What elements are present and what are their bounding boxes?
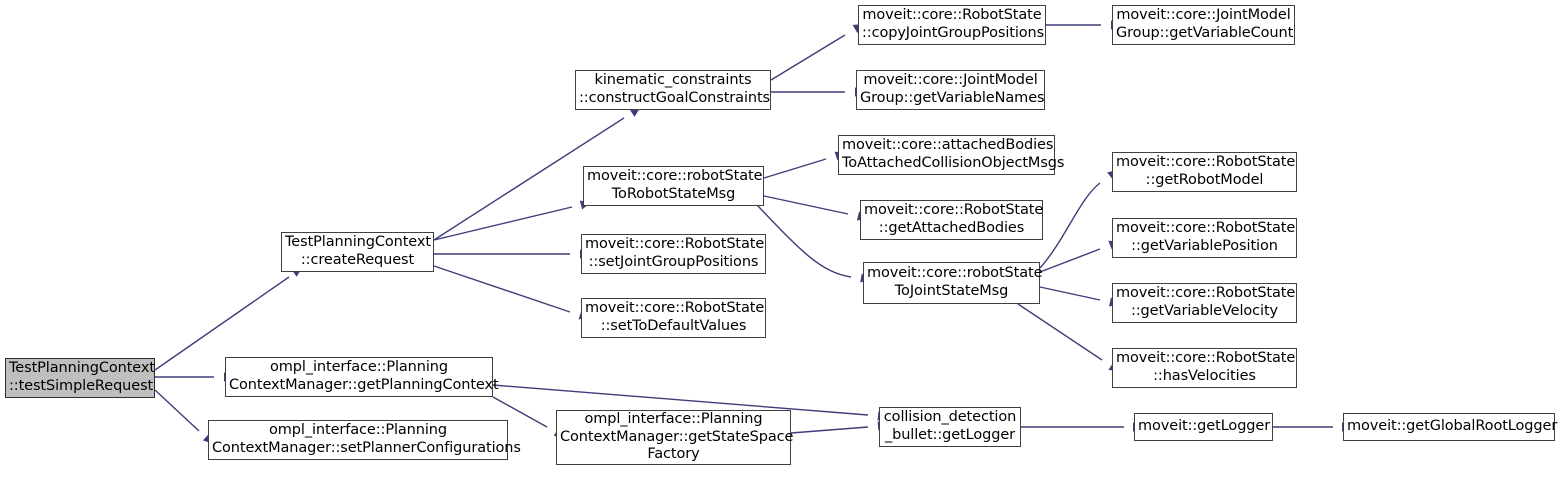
- graph-node-setJointGroupPositions[interactable]: moveit::core::RobotState ::setJointGroup…: [581, 234, 766, 274]
- graph-node-label: moveit::core::RobotState ::getVariableVe…: [1116, 285, 1296, 319]
- graph-node-label: ompl_interface::Planning ContextManager:…: [212, 422, 521, 456]
- graph-node-label: moveit::core::JointModel Group::getVaria…: [1116, 7, 1294, 41]
- call-edge: [154, 389, 200, 432]
- call-edge: [1017, 303, 1103, 361]
- call-edge: [1039, 182, 1101, 269]
- graph-node-hasVelocities[interactable]: moveit::core::RobotState ::hasVelocities: [1112, 348, 1297, 388]
- call-edge: [1039, 286, 1101, 301]
- graph-node-copyJointGroupPositions[interactable]: moveit::core::RobotState ::copyJointGrou…: [858, 5, 1046, 45]
- graph-node-getAttachedBodies[interactable]: moveit::core::RobotState ::getAttachedBo…: [860, 200, 1043, 240]
- graph-node-setToDefaultValues[interactable]: moveit::core::RobotState ::setToDefaultV…: [581, 298, 766, 338]
- graph-node-label: moveit::core::RobotState ::copyJointGrou…: [862, 7, 1045, 41]
- graph-node-constructGoalConstraints[interactable]: kinematic_constraints ::constructGoalCon…: [575, 70, 771, 110]
- graph-node-label: moveit::core::RobotState ::hasVelocities: [1116, 350, 1296, 384]
- graph-node-attachedBodiesToMsgs[interactable]: moveit::core::attachedBodies ToAttachedC…: [838, 135, 1065, 175]
- call-edge: [770, 34, 846, 81]
- graph-node-label: moveit::core::RobotState ::getAttachedBo…: [864, 202, 1044, 236]
- graph-node-getRobotModel[interactable]: moveit::core::RobotState ::getRobotModel: [1112, 152, 1297, 192]
- graph-node-label: kinematic_constraints ::constructGoalCon…: [579, 72, 771, 106]
- graph-node-robotStateToRobotStateMsg[interactable]: moveit::core::robotState ToRobotStateMsg: [583, 166, 764, 206]
- graph-node-label: moveit::core::robotState ToJointStateMsg: [867, 265, 1043, 299]
- graph-node-label: moveit::core::RobotState ::getVariablePo…: [1116, 220, 1296, 254]
- graph-node-label: moveit::core::RobotState ::setToDefaultV…: [585, 300, 765, 334]
- graph-node-getPlanningContext[interactable]: ompl_interface::Planning ContextManager:…: [225, 357, 499, 397]
- call-edge: [433, 265, 571, 313]
- graph-node-label: TestPlanningContext ::createRequest: [285, 234, 431, 268]
- graph-node-label: moveit::core::robotState ToRobotStateMsg: [587, 168, 763, 202]
- graph-node-label: TestPlanningContext ::testSimpleRequest: [9, 360, 155, 394]
- graph-node-robotStateToJointStateMsg[interactable]: moveit::core::robotState ToJointStateMsg: [863, 262, 1043, 304]
- graph-node-testSimpleRequest[interactable]: TestPlanningContext ::testSimpleRequest: [5, 358, 155, 398]
- graph-node-label: collision_detection _bullet::getLogger: [883, 409, 1017, 443]
- call-edge: [433, 206, 573, 241]
- graph-node-getVariableNames[interactable]: moveit::core::JointModel Group::getVaria…: [856, 70, 1045, 110]
- call-edge: [756, 204, 852, 278]
- graph-node-getVariableCount[interactable]: moveit::core::JointModel Group::getVaria…: [1112, 5, 1295, 45]
- graph-node-label: moveit::core::RobotState ::setJointGroup…: [585, 236, 765, 270]
- graph-node-getVariablePosition[interactable]: moveit::core::RobotState ::getVariablePo…: [1112, 218, 1297, 258]
- graph-node-moveitGetGlobalRootLogger[interactable]: moveit::getGlobalRootLogger: [1343, 413, 1558, 441]
- graph-node-createRequest[interactable]: TestPlanningContext ::createRequest: [281, 232, 434, 272]
- graph-node-label: moveit::getLogger: [1138, 418, 1271, 435]
- graph-node-label: moveit::core::attachedBodies ToAttachedC…: [842, 137, 1065, 171]
- call-edge: [763, 158, 827, 179]
- graph-node-label: ompl_interface::Planning ContextManager:…: [560, 410, 794, 463]
- graph-node-collisionDetectionBulletGetLogger[interactable]: collision_detection _bullet::getLogger: [879, 407, 1021, 447]
- graph-node-label: moveit::core::JointModel Group::getVaria…: [860, 72, 1045, 106]
- call-edge: [790, 426, 869, 434]
- graph-node-label: ompl_interface::Planning ContextManager:…: [229, 359, 499, 393]
- graph-node-moveitGetLogger[interactable]: moveit::getLogger: [1134, 413, 1273, 441]
- graph-node-setPlannerConfigurations[interactable]: ompl_interface::Planning ContextManager:…: [208, 420, 521, 460]
- graph-node-getStateSpaceFactory[interactable]: ompl_interface::Planning ContextManager:…: [556, 410, 794, 465]
- graph-node-label: moveit::getGlobalRootLogger: [1347, 418, 1558, 435]
- graph-node-getVariableVelocity[interactable]: moveit::core::RobotState ::getVariableVe…: [1112, 283, 1297, 323]
- graph-node-label: moveit::core::RobotState ::getRobotModel: [1116, 154, 1296, 188]
- call-edge: [1039, 248, 1101, 273]
- call-edge: [763, 195, 849, 215]
